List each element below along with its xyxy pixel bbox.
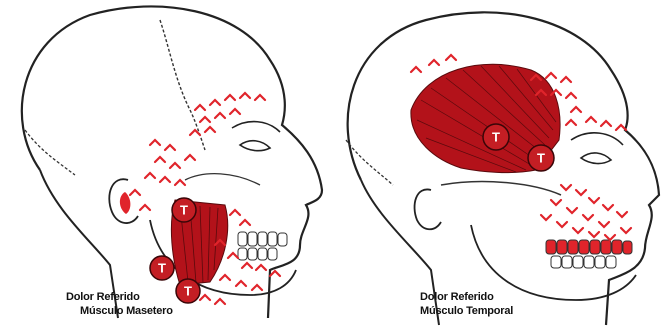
eye-outline (240, 141, 270, 151)
masseter-head-illustration: T T T (0, 0, 331, 328)
trigger-point-label: T (492, 130, 500, 145)
teeth (546, 240, 632, 268)
caption-line-2: Músculo Temporal (420, 304, 513, 318)
trigger-point: T (528, 145, 554, 171)
brow (571, 133, 623, 145)
trigger-point: T (172, 198, 196, 222)
trigger-point-label: T (184, 284, 192, 299)
ear-pain-area (120, 192, 131, 214)
masseter-referred-pain-panel: T T T Dolor Referido Músculo Masetero (0, 0, 331, 328)
zygomatic-arch (441, 182, 561, 195)
skull-suture (160, 20, 205, 150)
teeth (238, 232, 287, 260)
caption-line-1: Dolor Referido (420, 290, 513, 304)
caption-line-2: Músculo Masetero (80, 304, 173, 318)
eye-outline (581, 153, 611, 164)
temporalis-referred-pain-panel: T T Dolor Referido Músculo Temporal (331, 0, 662, 328)
panel-caption: Dolor Referido Músculo Temporal (420, 290, 513, 318)
trigger-point-label: T (180, 203, 188, 218)
temporalis-head-illustration: T T (331, 0, 662, 328)
skull-suture-back (25, 130, 75, 175)
ear (415, 189, 441, 229)
trigger-point: T (483, 124, 509, 150)
caption-line-1: Dolor Referido (66, 290, 173, 304)
trigger-point: T (150, 256, 174, 280)
trigger-point: T (176, 279, 200, 303)
trigger-point-label: T (158, 261, 166, 276)
brow (232, 122, 280, 132)
cheekbone (185, 174, 260, 185)
trigger-point-label: T (537, 151, 545, 166)
panel-caption: Dolor Referido Músculo Masetero (66, 290, 173, 318)
